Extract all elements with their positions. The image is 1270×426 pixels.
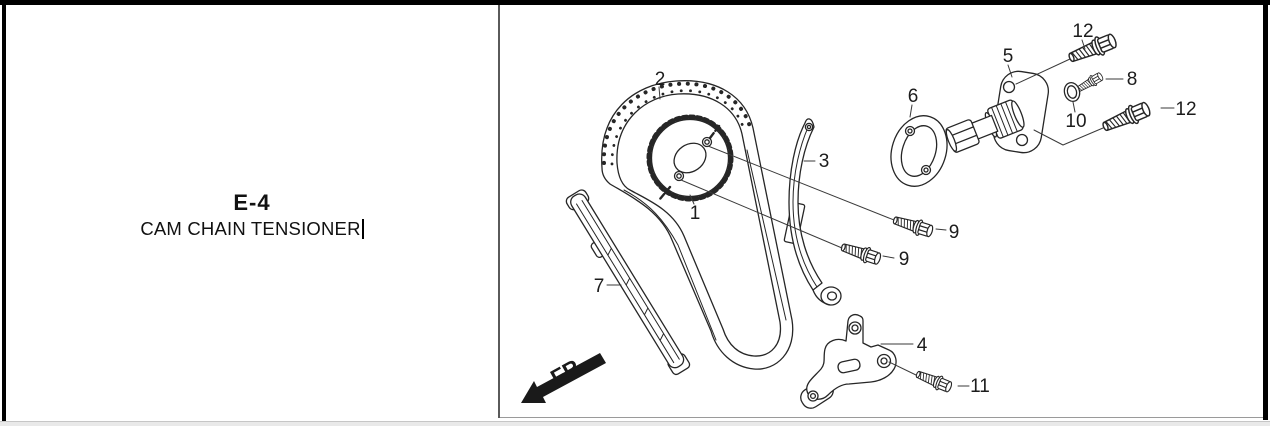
part-callout-9-b: 9 xyxy=(899,249,910,270)
window-frame-top xyxy=(0,0,1270,5)
window-frame-left xyxy=(2,0,6,421)
parts-diagram: FR. 1 2 3 7 xyxy=(521,21,1197,409)
part-callout-10: 10 xyxy=(1065,111,1086,132)
part-callout-12-b: 12 xyxy=(1175,99,1196,120)
part-callout-11: 11 xyxy=(970,376,990,397)
part-3-chain-guide-drawing xyxy=(783,118,842,306)
part-callout-3: 3 xyxy=(819,151,830,172)
part-11-bolt-drawing xyxy=(913,366,954,395)
part-1-cam-sprocket-drawing xyxy=(646,114,734,202)
part-callout-4: 4 xyxy=(917,335,928,356)
section-code: E-4 xyxy=(233,190,271,215)
window-bottom-strip xyxy=(0,421,1270,426)
window-frame-right xyxy=(1263,0,1268,420)
part-callout-7: 7 xyxy=(594,276,605,297)
callout-numbers: 1 2 3 7 5 6 12 8 10 12 9 9 4 11 xyxy=(594,21,1197,397)
part-12-bolt-right-drawing xyxy=(1099,98,1154,137)
part-callout-12-a: 12 xyxy=(1072,21,1093,42)
part-5-tensioner-drawing xyxy=(945,70,1050,154)
part-callout-8: 8 xyxy=(1127,69,1138,90)
front-direction-arrow: FR. xyxy=(521,351,606,403)
part-callout-2: 2 xyxy=(655,69,666,90)
section-title-block: E-4 CAM CHAIN TENSIONER xyxy=(6,192,498,240)
part-callout-9-a: 9 xyxy=(949,222,960,243)
part-callout-5: 5 xyxy=(1003,46,1014,67)
part-4-bracket-drawing xyxy=(800,314,897,409)
part-callout-6: 6 xyxy=(908,86,919,107)
part-9-bolt-upper-drawing xyxy=(890,211,936,240)
diagram-panel-bottom-border xyxy=(500,417,1263,418)
panel-divider xyxy=(498,5,500,418)
part-10-oring-drawing xyxy=(1063,81,1081,103)
part-6-gasket-drawing xyxy=(890,115,948,187)
part-callout-1: 1 xyxy=(690,203,701,224)
section-title-text[interactable]: CAM CHAIN TENSIONER xyxy=(6,218,498,240)
section-title-label: CAM CHAIN TENSIONER xyxy=(140,218,361,239)
part-9-bolt-lower-drawing xyxy=(838,238,883,268)
callout-leader-lines xyxy=(606,39,1175,387)
text-cursor xyxy=(361,219,364,239)
